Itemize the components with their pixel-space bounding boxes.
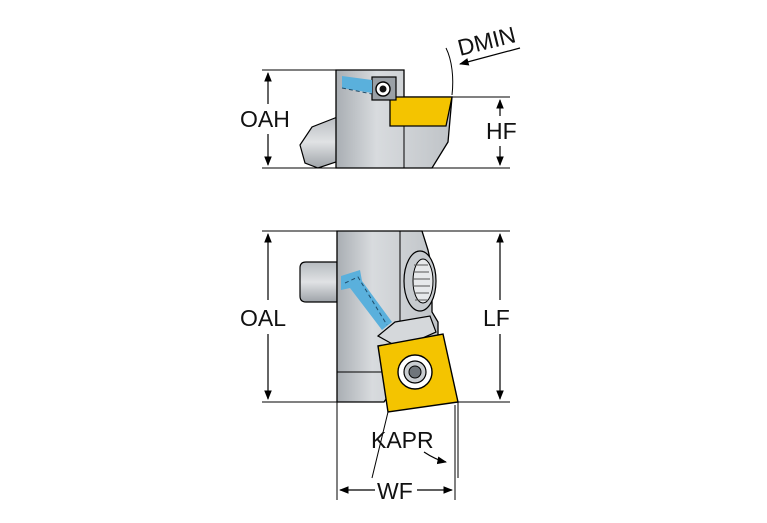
plan-view-coolant — [341, 270, 392, 330]
label-oah: OAH — [240, 106, 290, 132]
side-view: OAH HF DMIN — [240, 21, 521, 169]
plan-view-shank — [299, 261, 338, 303]
label-lf: LF — [483, 305, 510, 331]
label-kapr: KAPR — [371, 427, 434, 453]
label-oal: OAL — [240, 305, 286, 331]
label-wf: WF — [377, 478, 413, 504]
side-view-insert — [389, 96, 453, 127]
side-view-coolant — [342, 76, 372, 93]
label-hf: HF — [486, 118, 517, 144]
plan-view: OAL LF KAPR WF — [240, 230, 510, 504]
label-dmin: DMIN — [455, 21, 518, 60]
